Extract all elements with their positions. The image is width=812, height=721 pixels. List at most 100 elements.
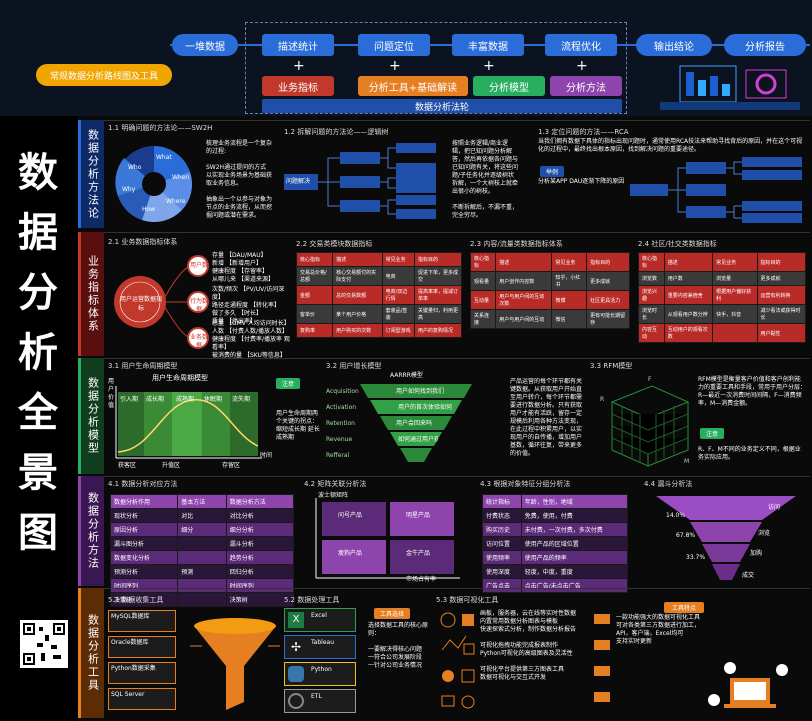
td: 知乎，小红书 — [551, 271, 588, 291]
th: 核心指标 — [638, 252, 665, 272]
s5-title-3: 5.3 数据可视化工具 — [436, 596, 499, 604]
td: 用户数 — [663, 271, 714, 286]
title-char-3: 分 — [18, 270, 58, 316]
lifecycle-chart: 用户生命周期模型 引入期 成长期 成熟期 休眠期 流失期 获客区 升值区 存留区… — [108, 374, 273, 472]
title-char-7: 图 — [18, 510, 58, 556]
td: 用户与用户间的互动次数 — [495, 290, 553, 310]
td: 预测 — [177, 564, 227, 579]
td: 复购率 — [295, 323, 334, 338]
td: 社区更具活力 — [586, 290, 630, 310]
td: 漏斗图分析 — [109, 536, 179, 551]
funnel-pct-1: 14.0% — [666, 512, 686, 519]
m-l3-0: 总量 — [212, 320, 225, 327]
m-l3-7: 【SKU等信息】 — [243, 352, 286, 359]
viz-item: 可视化平台提供第三方图表工具 — [480, 666, 565, 673]
th: 指标目的 — [756, 252, 807, 272]
m-l2-3: 【转化率】 — [249, 302, 280, 309]
bcg-y-label: 波士顿矩阵 — [318, 492, 349, 499]
td: 快手，抖音 — [712, 304, 758, 324]
s1-title-3: 1.3 定位问题的方法——RCA — [538, 128, 629, 136]
metric-list-2: 次数/频次 【PV/UV/访问深度】 路径走通程度 【转化率】 做了多久 【时长… — [212, 286, 290, 326]
viz-icon-grid — [438, 610, 478, 714]
s4-title-1: 4.1 数据分析对应方法 — [108, 480, 178, 488]
rca-example-badge: 举例 — [540, 166, 565, 177]
pillar-methods: 分析方法 — [550, 76, 622, 96]
td: 根据用户偏好获利 — [712, 285, 758, 305]
dashboard-illustration — [650, 62, 810, 114]
m-l2-5: 【时长】 — [237, 310, 262, 317]
pillar-models: 分析模型 — [473, 76, 545, 96]
table-content-metrics: 核心指标描述常见业务指标目的 观看量用户创作内容数知乎，小红书更多成就 互动量用… — [469, 252, 630, 329]
aarrr-text: 产品运营的每个环节都有关键数据。从获取用户开始直至用户转介，每个环节都需要进行数… — [510, 378, 583, 457]
td: 付费状态 — [482, 508, 522, 523]
viz-list: 画板，服务器，云在线等实时性数据 内置常用数据分析图表与模板 快速探索式分析，制… — [480, 610, 590, 682]
td: 用户购买的次数 — [332, 323, 383, 338]
aarrr-title: AARRR模型 — [390, 372, 423, 379]
lc-note-text: 用户生命周期两个关键的拐点：缩短成长期 延长成熟期 — [276, 410, 320, 441]
pie-label-why: Why — [122, 186, 136, 193]
td: 更多成就 — [586, 271, 630, 291]
td: 访问位置 — [482, 536, 522, 551]
s5-title-1: 5.1 数据收集工具 — [108, 596, 164, 604]
rfm-axis-f: F — [648, 376, 652, 383]
td: 浏览量 — [712, 271, 758, 286]
roadmap-subtitle: 常规数据分析路线图及工具 — [36, 64, 172, 86]
flow-step-1: 一堆数据 — [172, 34, 238, 56]
header-frame — [245, 22, 627, 114]
td: 电商/双边行情 — [381, 285, 416, 305]
td: 对比 — [177, 508, 227, 523]
lc-stage-5: 流失期 — [232, 396, 251, 403]
pie-label-what: What — [156, 154, 172, 161]
td: 减少看法或获得时长 — [756, 304, 807, 324]
lc-time-label: 时间 — [260, 452, 273, 459]
td: 细分 — [177, 522, 227, 537]
td: 轻度，中度，重度 — [520, 564, 629, 579]
bcg-question: 问号产品 — [338, 512, 363, 519]
s3-title-3: 3.3 RFM模型 — [590, 362, 633, 370]
rca-tree — [630, 156, 806, 224]
funnel-chart: 14.0% 67.8% 33.7% 访问 浏览 加购 成交 — [646, 492, 806, 584]
aarrr-desc-1: 用户如何找到我们 — [396, 388, 445, 395]
bcg-dog: 瘦狗产品 — [338, 550, 363, 557]
section-2 — [104, 232, 810, 356]
s3-title-1: 3.1 用户生命周期模型 — [108, 362, 178, 370]
tools-choice-badge: 工具选择 — [374, 608, 411, 619]
table-social-metrics: 核心指标描述常见业务指标目的 浏览数用户数浏览量更多成就 浏览兴趣重要内容兼宿舍… — [638, 252, 807, 343]
th: 常见业务 — [712, 252, 758, 272]
viz-item: 画板，服务器，云在线等实时性数据 — [480, 610, 577, 617]
m-l3-6: 被消费的量 — [212, 352, 243, 359]
lifecycle-title: 用户生命周期模型 — [152, 374, 208, 382]
qr-code — [20, 620, 68, 668]
feat-item: 一款功能强大的数据可视化工具 — [616, 614, 701, 621]
m-l1-1: 【DAU/MAU】 — [225, 252, 267, 259]
td: 点击广告/未点击广告 — [520, 578, 629, 593]
m-l1-4: 健康程度 — [212, 268, 237, 275]
td: 年龄，性别，地域 — [520, 494, 629, 509]
aarrr-funnel: AARRR模型 Acquisition Activation Retention… — [326, 372, 504, 472]
etl-icon — [288, 693, 304, 709]
m-l2-0: 次数/频次 — [212, 286, 239, 293]
tag-icon — [594, 614, 610, 624]
tag-icon — [594, 692, 610, 702]
viz-tags — [592, 610, 614, 710]
td: 细分分析 — [225, 522, 295, 537]
section-label-metrics: 业务指标体系 — [78, 232, 104, 356]
sw2h-desc-1: 梳理业务流程是一个复杂的过程: — [206, 140, 273, 155]
td: 核心交易额付的实际支付 — [332, 266, 383, 286]
m-l3-5: 【付费率/播放率 观看率】 — [212, 336, 290, 351]
tool-tableau: Tableau — [284, 635, 356, 659]
th: 描述 — [663, 252, 714, 272]
th: 核心指标 — [469, 252, 497, 272]
flow-step-2: 描述统计 — [262, 34, 334, 56]
th: 指标目的 — [414, 252, 462, 267]
plus-3: + — [483, 58, 495, 74]
bcg-matrix: 波士顿矩阵 问号产品 明星产品 瘦狗产品 金牛产品 市场占有率 — [306, 492, 466, 584]
m-l3-1: 【GMV 人均访问时长】 — [225, 320, 290, 327]
tc-2: 一符合公司发展阶段 — [368, 654, 423, 661]
m-l1-2: 新增 — [212, 260, 225, 267]
pie-label-who: Who — [128, 164, 142, 171]
td: 未付费，一次付费，多次付费 — [520, 522, 629, 537]
td: 对比分析 — [225, 508, 295, 523]
aarrr-a2: Activation — [326, 404, 357, 411]
td: 广告点击 — [482, 578, 522, 593]
